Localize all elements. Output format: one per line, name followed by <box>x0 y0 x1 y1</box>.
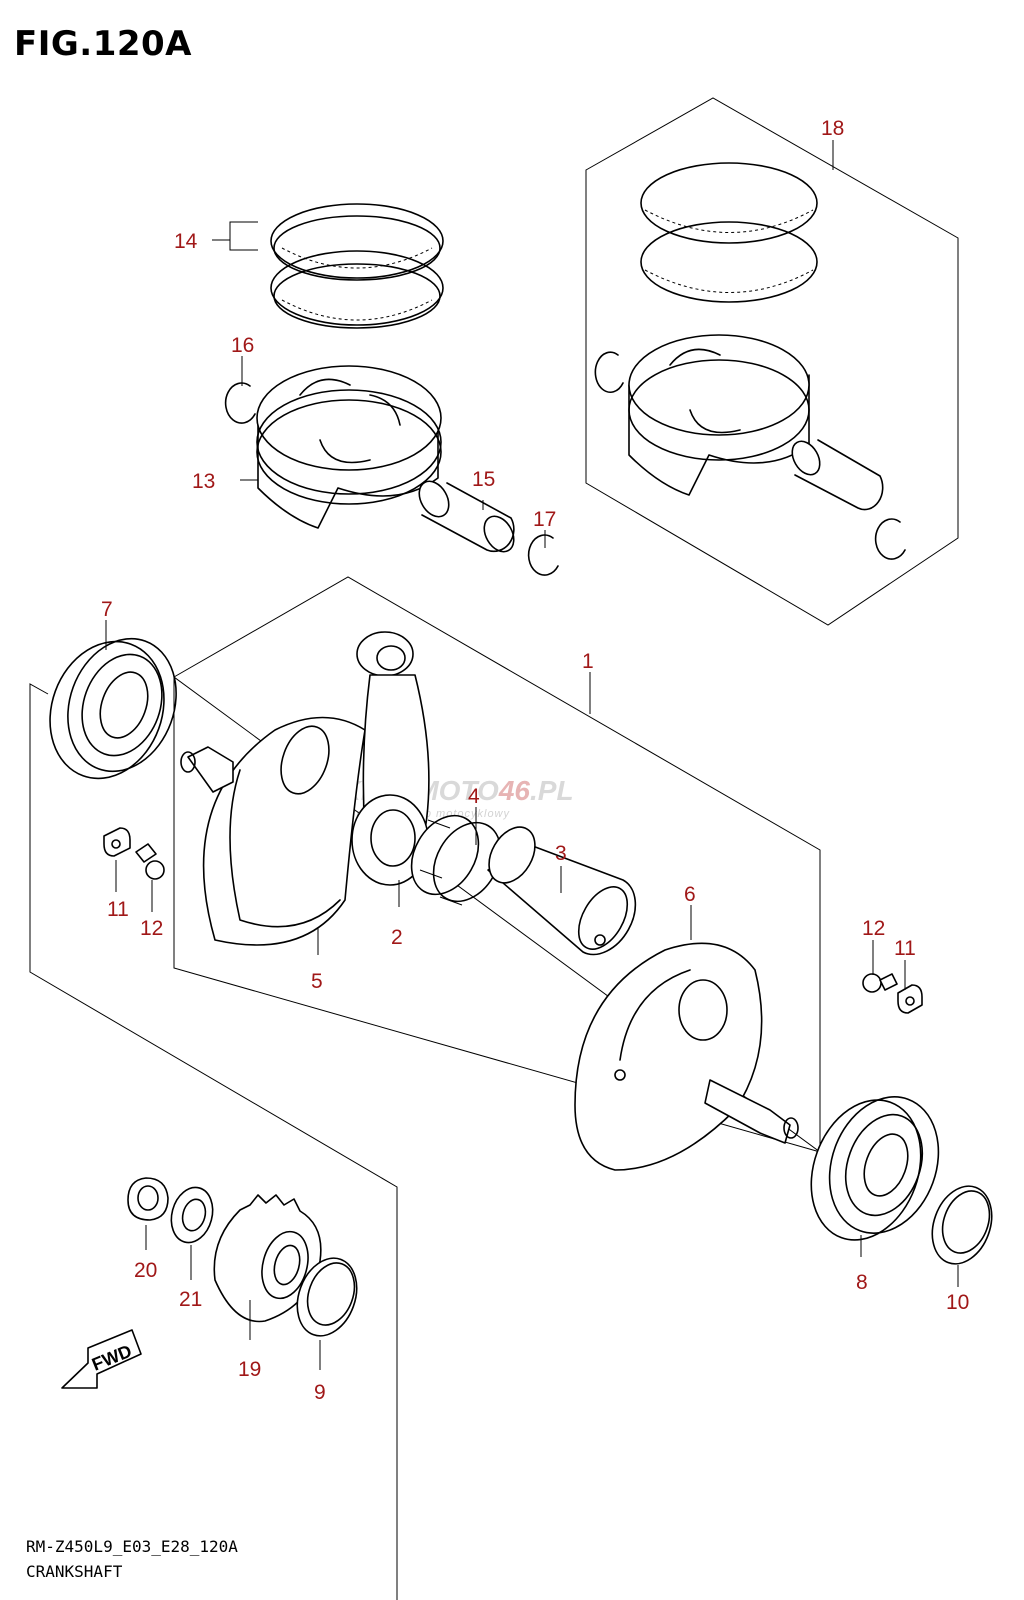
primary-drive-gear <box>213 1194 322 1323</box>
leader-lines <box>105 140 959 1370</box>
crank-web-left <box>180 716 366 946</box>
model-code: RM-Z450L9_E03_E28_120A <box>26 1537 238 1556</box>
piston-pin-circlip-right <box>527 534 559 576</box>
callout-2: 2 <box>391 926 403 949</box>
retainer-plate-left <box>103 827 131 857</box>
figure-title: FIG.120A <box>14 24 192 64</box>
callout-21: 21 <box>179 1288 202 1311</box>
retainer-screw-right <box>862 973 898 993</box>
callout-13: 13 <box>192 470 215 493</box>
section-name: CRANKSHAFT <box>26 1562 123 1581</box>
piston-set <box>594 162 906 560</box>
piston-pin <box>418 480 515 553</box>
oil-seal-right <box>931 1185 993 1265</box>
piston-rings <box>270 203 444 329</box>
callout-11-right: 11 <box>894 937 916 960</box>
callout-15: 15 <box>472 468 495 491</box>
crank-bearing-left <box>49 637 177 780</box>
callout-11-left: 11 <box>107 898 129 921</box>
crankshaft-washer <box>170 1186 214 1244</box>
crank-pin <box>487 826 637 956</box>
crank-bearing-right <box>810 1096 940 1241</box>
callout-5: 5 <box>311 970 323 993</box>
piston-pin-circlip-left <box>224 382 256 424</box>
callout-12-left: 12 <box>140 917 163 940</box>
piston <box>256 365 442 529</box>
crank-web-right <box>574 942 799 1171</box>
outer-bracket <box>29 683 398 1600</box>
retainer-plate-right <box>897 984 923 1014</box>
callout-6: 6 <box>684 883 696 906</box>
callout-17: 17 <box>533 508 556 531</box>
forward-direction-arrow: FWD <box>61 1329 142 1389</box>
callout-8: 8 <box>856 1271 868 1294</box>
callout-9: 9 <box>314 1381 326 1404</box>
connecting-rod <box>351 631 430 886</box>
piston-set-group-box <box>585 97 959 626</box>
retainer-screw-left <box>135 843 165 880</box>
callout-1: 1 <box>582 650 594 673</box>
callout-3: 3 <box>555 842 567 865</box>
callout-10: 10 <box>946 1291 969 1314</box>
crankshaft-nut <box>127 1177 169 1221</box>
callout-19: 19 <box>238 1358 261 1381</box>
callout-14: 14 <box>174 230 198 253</box>
callout-16: 16 <box>231 334 254 357</box>
callout-7: 7 <box>101 598 113 621</box>
callout-18: 18 <box>821 117 844 140</box>
oil-seal-left <box>296 1257 358 1337</box>
callout-20: 20 <box>134 1259 157 1282</box>
callout-numbers: 1 2 3 4 5 6 7 8 9 10 11 12 12 11 13 14 1… <box>101 117 969 1404</box>
crankshaft-assembly-group-box <box>173 576 821 1153</box>
callout-12-right: 12 <box>862 917 885 940</box>
callout-4: 4 <box>468 785 480 808</box>
svg-text:SKLEPMOTO46.PL: SKLEPMOTO46.PL <box>322 775 574 806</box>
